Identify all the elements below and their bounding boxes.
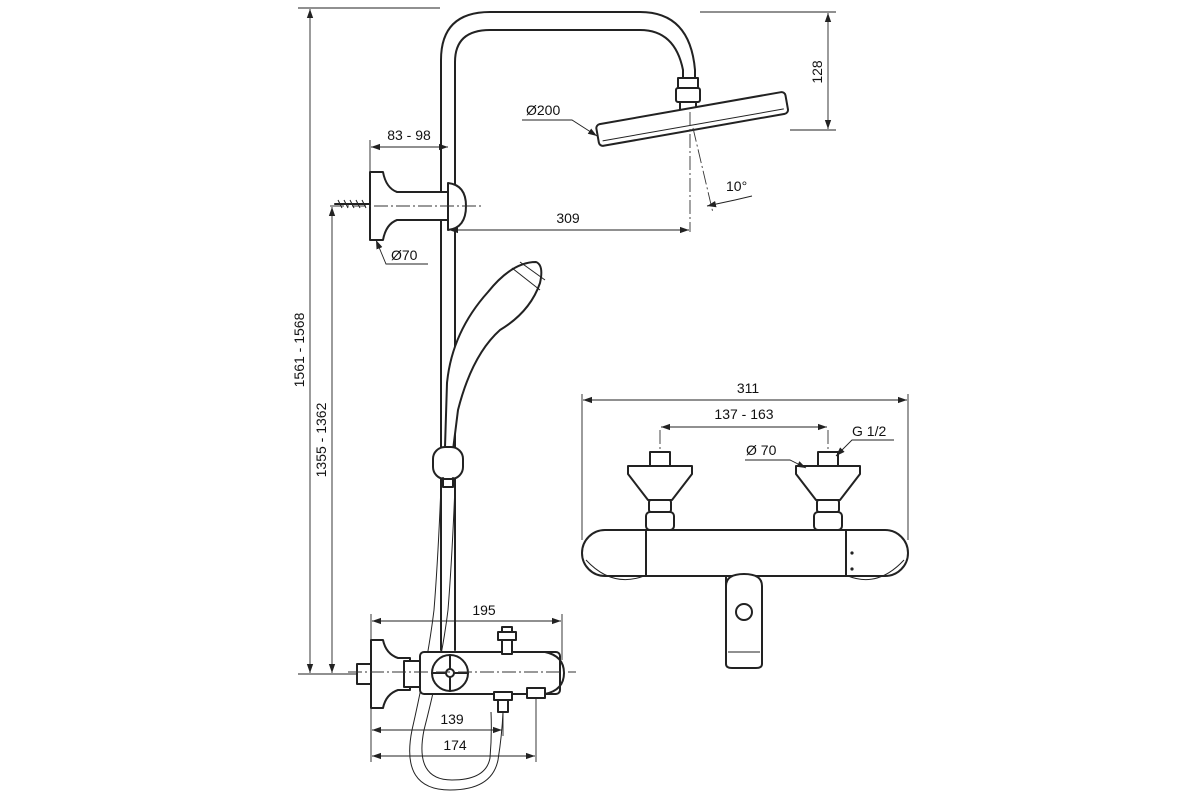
- total-height-label: 1561 - 1568: [291, 312, 307, 387]
- side-view-dimensions: 1561 - 1568 1355 - 1362 128 Ø200 83 - 98…: [291, 7, 836, 762]
- head-diameter-label: Ø200: [526, 102, 560, 118]
- inlet-height-label: 1355 - 1362: [313, 402, 329, 477]
- thread-size-label: G 1/2: [852, 423, 886, 439]
- front-view-dimensions: 311 137 - 163 G 1/2 Ø 70: [581, 380, 909, 540]
- bath-mixer-front-view: [581, 430, 909, 669]
- tilt-angle-label: 10°: [726, 178, 747, 194]
- arm-reach-label: 309: [556, 210, 580, 226]
- overall-width-label: 311: [737, 380, 760, 396]
- spout-distance-label: 139: [440, 711, 464, 727]
- shower-head: [595, 91, 789, 147]
- mixer-body: [581, 529, 909, 577]
- head-connector: [677, 77, 699, 89]
- mixer-length-label: 195: [472, 602, 496, 618]
- bath-mixer-side: [356, 626, 565, 713]
- shower-column-side-view: [330, 11, 789, 791]
- shower-hose: [409, 485, 504, 791]
- rosette-diameter-label: Ø70: [391, 247, 418, 263]
- head-drop-label: 128: [809, 60, 825, 84]
- right-escutcheon: [795, 465, 861, 501]
- left-escutcheon: [627, 465, 693, 501]
- body-depth-label: 174: [443, 737, 467, 753]
- hand-shower-holder: [432, 446, 464, 480]
- escutcheon-diameter-label: Ø 70: [746, 442, 777, 458]
- inlet-spacing-label: 137 - 163: [714, 406, 773, 422]
- bracket-depth-label: 83 - 98: [387, 127, 431, 143]
- hand-shower: [444, 261, 546, 451]
- riser-pipe: [440, 11, 696, 651]
